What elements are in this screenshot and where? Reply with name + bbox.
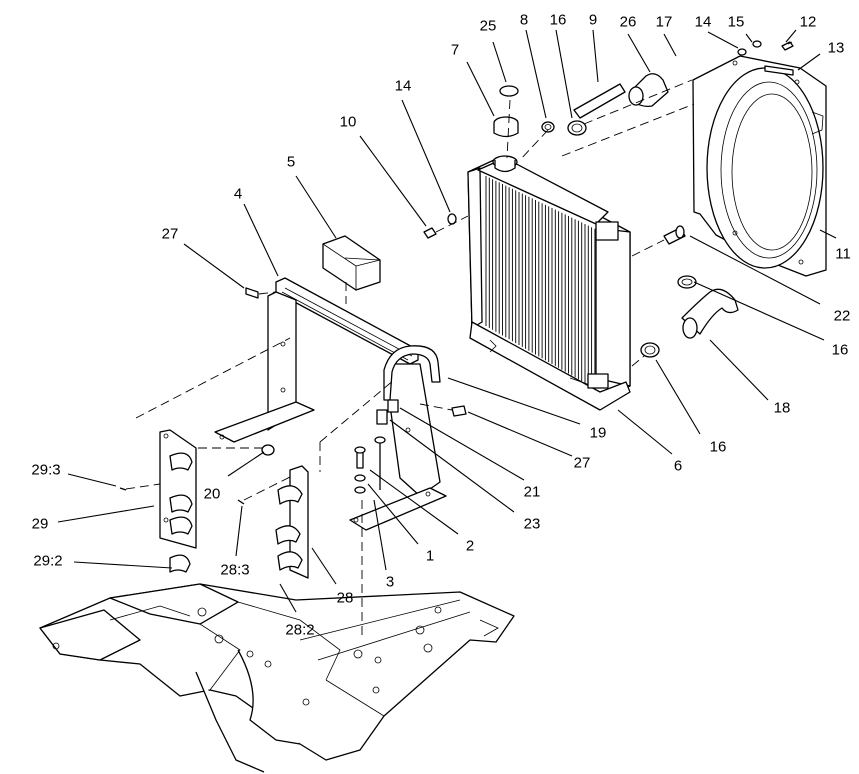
leader-lines xyxy=(57,29,837,613)
callout-16-lower: 16 xyxy=(709,438,727,456)
callout-28: 28 xyxy=(336,589,354,607)
callout-9: 9 xyxy=(588,11,598,29)
foam-block xyxy=(322,235,381,291)
nut-20 xyxy=(261,444,275,456)
callout-14-left: 14 xyxy=(394,77,412,95)
radiator-core xyxy=(467,155,631,411)
callout-8: 8 xyxy=(519,11,529,29)
cap-gasket xyxy=(499,85,519,97)
callout-21: 21 xyxy=(523,483,541,501)
callout-28-2: 28:2 xyxy=(285,621,315,639)
callout-22: 22 xyxy=(833,307,851,325)
bolt-27-right xyxy=(451,405,467,417)
callout-6: 6 xyxy=(673,457,683,475)
overflow-tube xyxy=(573,83,626,119)
callout-29-2: 29:2 xyxy=(33,552,63,570)
callout-27-left: 27 xyxy=(161,225,179,243)
hose-clamp-16-right xyxy=(677,275,697,289)
callout-19: 19 xyxy=(589,424,607,442)
callout-16-right: 16 xyxy=(831,341,849,359)
washer-2 xyxy=(354,474,366,494)
drain-petcock xyxy=(663,225,686,245)
assembly-lines xyxy=(125,79,695,640)
callout-25: 25 xyxy=(479,17,497,35)
callout-10: 10 xyxy=(339,113,357,131)
bracket-28 xyxy=(275,465,309,579)
overflow-hose xyxy=(383,345,441,401)
hose-clamp-16-top xyxy=(567,120,587,136)
callout-29: 29 xyxy=(31,515,49,533)
callout-11: 11 xyxy=(835,245,851,263)
screw-28-3 xyxy=(237,499,245,505)
callout-12: 12 xyxy=(799,13,817,31)
fan-shroud xyxy=(692,55,827,277)
callout-28-3: 28:3 xyxy=(220,561,250,579)
callout-5: 5 xyxy=(286,153,296,171)
callout-3: 3 xyxy=(385,573,395,591)
screw-15-top xyxy=(752,40,762,48)
callout-1: 1 xyxy=(425,547,435,565)
callout-14-top: 14 xyxy=(694,13,712,31)
callout-13: 13 xyxy=(827,39,845,57)
shroud-seal-strip xyxy=(764,65,794,76)
support-frame xyxy=(214,277,447,531)
callout-2: 2 xyxy=(465,537,475,555)
clamp-8 xyxy=(541,121,555,133)
nut-10 xyxy=(423,227,437,239)
hose-clamp-16-lower xyxy=(640,342,660,358)
callout-23: 23 xyxy=(523,515,541,533)
callout-16-top: 16 xyxy=(549,11,567,29)
vehicle-frame xyxy=(39,583,515,773)
callout-15: 15 xyxy=(727,13,745,31)
radiator-cap xyxy=(493,116,519,138)
callout-7: 7 xyxy=(450,41,460,59)
fitting-23 xyxy=(376,409,388,425)
callout-17: 17 xyxy=(655,13,673,31)
callout-27-right: 27 xyxy=(573,454,591,472)
upper-hose xyxy=(628,73,669,108)
lower-hose xyxy=(681,288,739,339)
bracket-29 xyxy=(159,429,197,573)
washer-14-top xyxy=(737,48,747,56)
callout-26: 26 xyxy=(619,13,637,31)
bolt-3 xyxy=(374,436,386,490)
callout-29-3: 29:3 xyxy=(31,461,61,479)
screw-12 xyxy=(781,41,794,51)
callout-4: 4 xyxy=(233,185,243,203)
clip-21 xyxy=(387,399,399,413)
bolt-27-left xyxy=(245,287,259,299)
callout-18: 18 xyxy=(773,399,791,417)
bolt-1 xyxy=(354,446,366,469)
callout-20: 20 xyxy=(203,485,221,503)
screw-29-3 xyxy=(119,487,127,491)
